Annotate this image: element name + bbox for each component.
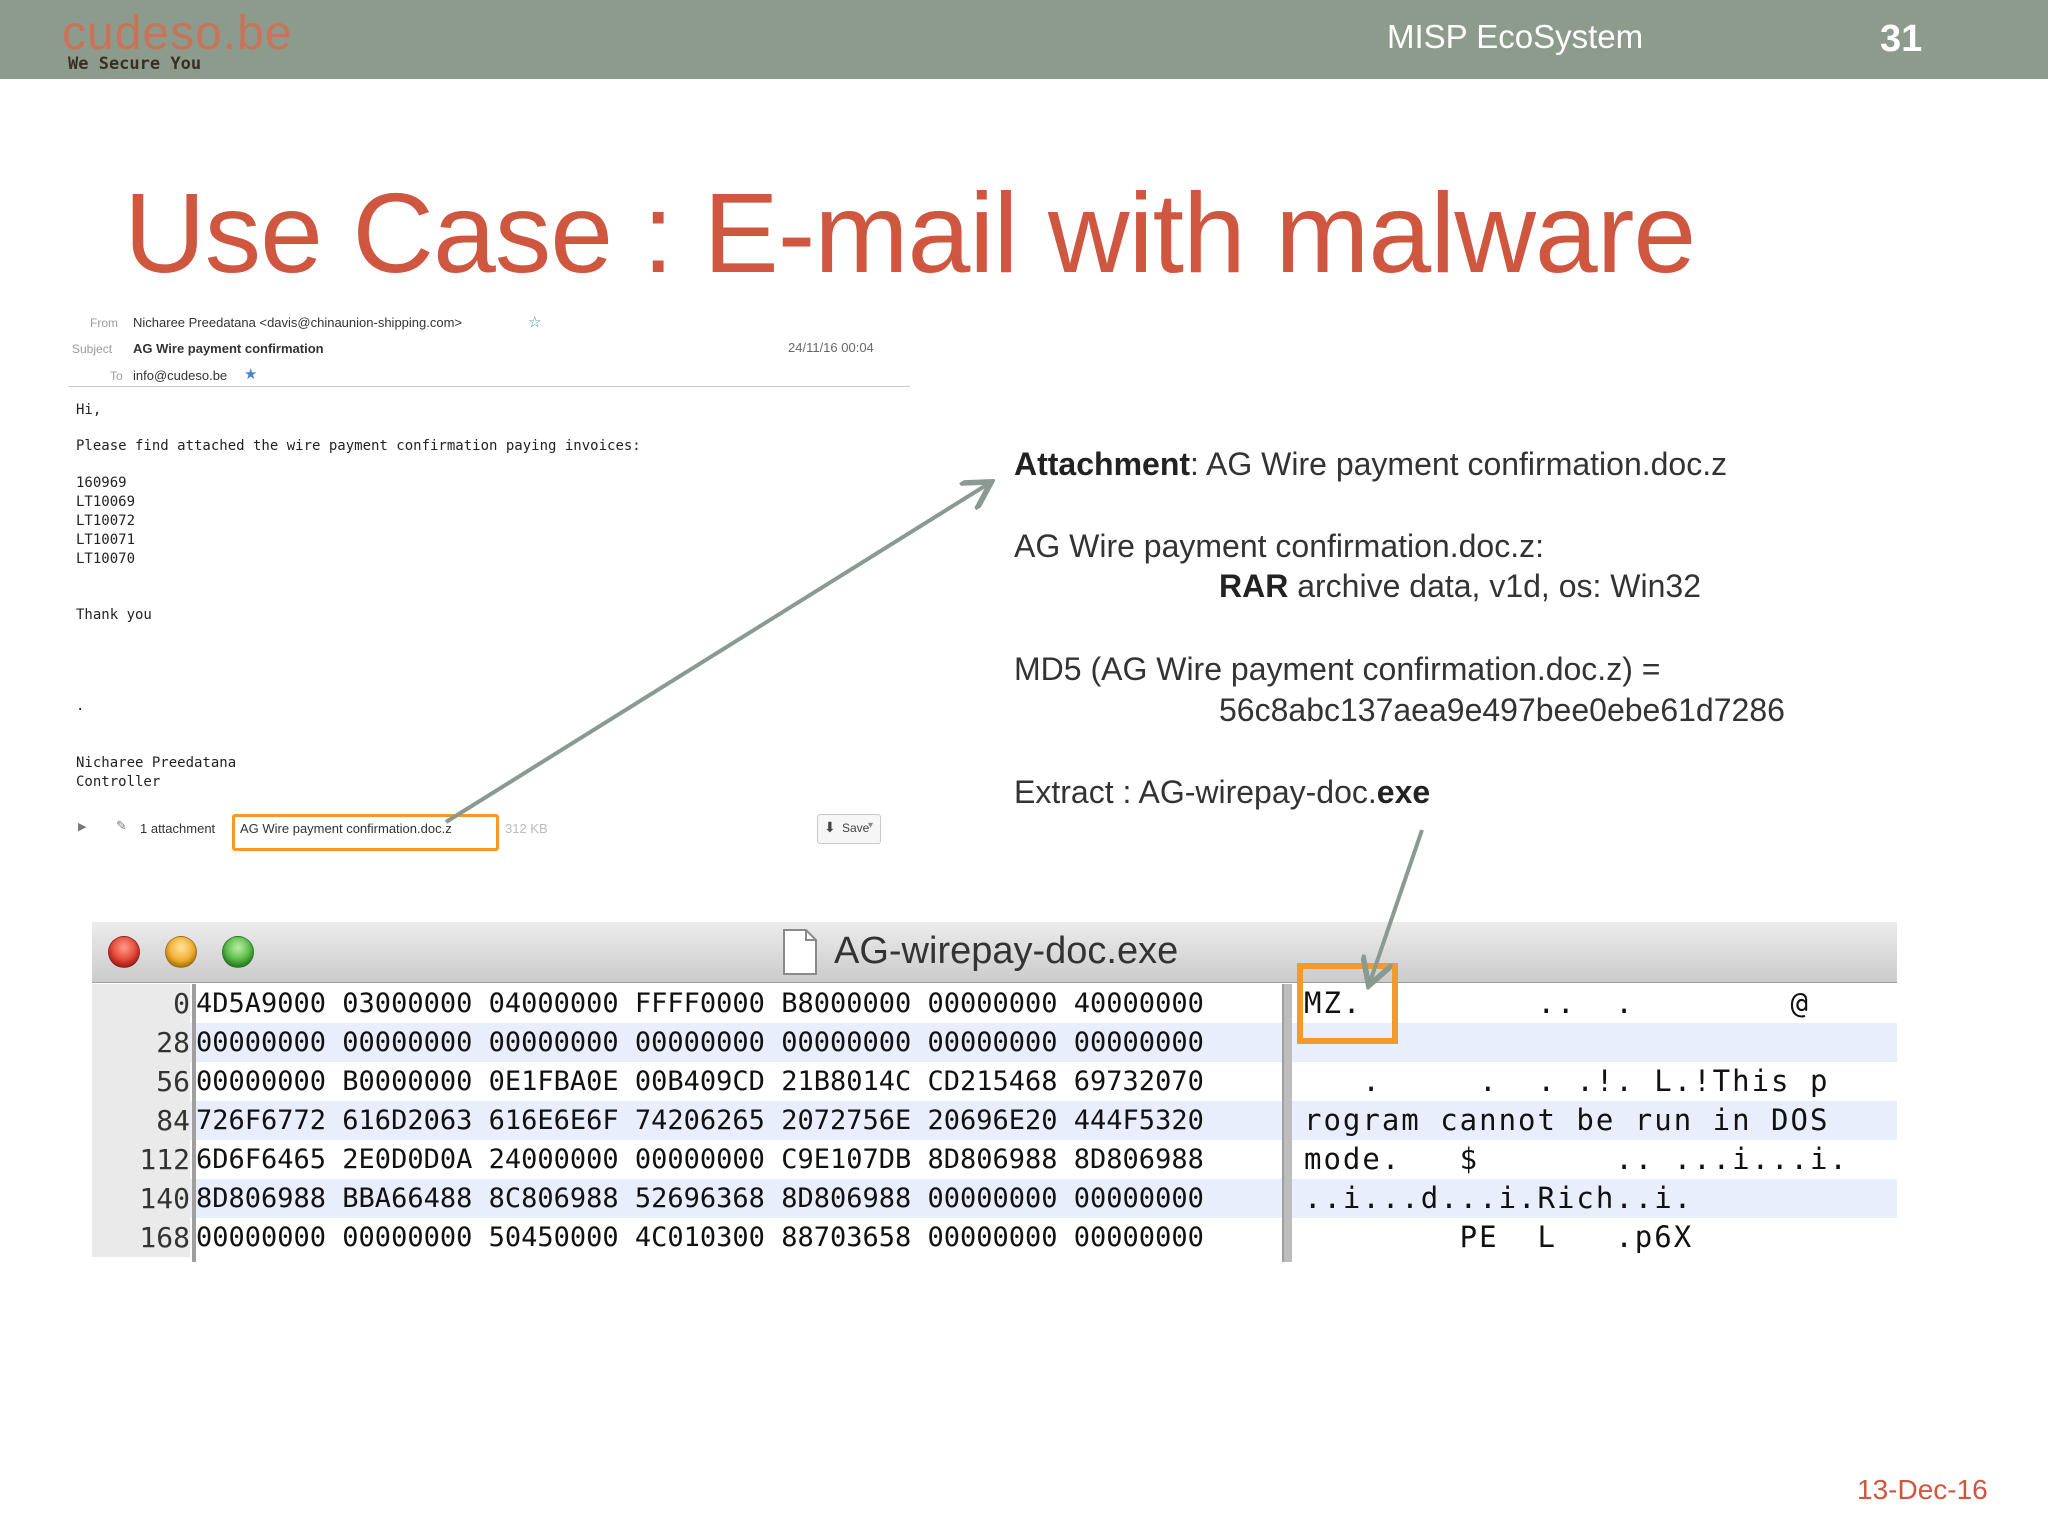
hex-row: 28 00000000 00000000 00000000 00000000 0… bbox=[92, 1023, 1897, 1062]
hex-offset: 0 bbox=[92, 984, 190, 1023]
hex-bytes: 8D806988 BBA66488 8C806988 52696368 8D80… bbox=[196, 1183, 1204, 1214]
subject-value: AG Wire payment confirmation bbox=[133, 341, 324, 356]
attachment-label: Attachment bbox=[1014, 446, 1191, 482]
hex-offset: 28 bbox=[92, 1023, 190, 1062]
star-icon: ☆ bbox=[528, 314, 542, 331]
divider bbox=[68, 386, 910, 387]
document-icon bbox=[783, 929, 817, 975]
mz-highlight-box bbox=[1297, 963, 1398, 1044]
email-screenshot: From Nicharee Preedatana <davis@chinauni… bbox=[60, 310, 910, 860]
zoom-button[interactable] bbox=[222, 936, 254, 968]
hex-row: 140 8D806988 BBA66488 8C806988 52696368 … bbox=[92, 1179, 1897, 1218]
arrow-attachment bbox=[444, 484, 988, 824]
attachment-highlight-box bbox=[232, 814, 499, 851]
email-thanks: Thank you bbox=[76, 607, 152, 623]
to-value: info@cudeso.be bbox=[133, 368, 228, 383]
hex-ascii: PE L .p6X bbox=[1304, 1220, 1694, 1254]
email-dot: . bbox=[76, 698, 85, 714]
email-body-line: Please find attached the wire payment co… bbox=[76, 438, 641, 454]
attachment-size: 312 KB bbox=[505, 821, 548, 836]
rar-bold: RAR bbox=[1219, 568, 1289, 604]
hex-ascii: MZ. .. . @ bbox=[1304, 986, 1810, 1020]
attachment-count: 1 attachment bbox=[140, 821, 216, 836]
hex-row: 56 00000000 B0000000 0E1FBA0E 00B409CD 2… bbox=[92, 1062, 1897, 1101]
hex-ascii: . . . .!. L.!This p bbox=[1304, 1064, 1830, 1098]
hex-offset: 140 bbox=[92, 1179, 190, 1218]
attachment-name[interactable]: AG Wire payment confirmation.doc.z bbox=[240, 821, 452, 836]
signature-name: Nicharee Preedatana bbox=[76, 755, 237, 771]
hex-row: 168 00000000 00000000 50450000 4C010300 … bbox=[92, 1218, 1897, 1257]
invoice-item: LT10070 bbox=[76, 551, 136, 567]
hex-bytes: 00000000 00000000 50450000 4C010300 8870… bbox=[196, 1222, 1204, 1253]
hex-bytes: 4D5A9000 03000000 04000000 FFFF0000 B800… bbox=[196, 988, 1204, 1019]
presentation-title: MISP EcoSystem bbox=[1387, 18, 1644, 55]
hex-ascii: ..i...d...i.Rich..i. bbox=[1304, 1181, 1694, 1215]
close-button[interactable] bbox=[108, 936, 140, 968]
rar-line: RAR archive data, v1d, os: Win32 bbox=[1219, 568, 1701, 605]
logo: cudeso.be bbox=[62, 7, 293, 60]
rar-rest: archive data, v1d, os: Win32 bbox=[1288, 568, 1701, 604]
hex-bytes: 00000000 00000000 00000000 00000000 0000… bbox=[196, 1027, 1204, 1058]
hex-bytes: 6D6F6465 2E0D0D0A 24000000 00000000 C9E1… bbox=[196, 1144, 1204, 1175]
save-label: Save bbox=[842, 821, 870, 835]
signature-title: Controller bbox=[76, 774, 161, 790]
header-bar bbox=[0, 0, 2048, 79]
email-greeting: Hi, bbox=[76, 402, 102, 418]
download-icon: ⬇ bbox=[824, 819, 836, 835]
extract-prefix: Extract : AG-wirepay-doc. bbox=[1014, 774, 1377, 810]
md5-line: MD5 (AG Wire payment confirmation.doc.z)… bbox=[1014, 651, 1661, 687]
hex-bytes: 726F6772 616D2063 616E6E6F 74206265 2072… bbox=[196, 1105, 1204, 1136]
minimize-button[interactable] bbox=[165, 936, 197, 968]
ascii-separator[interactable] bbox=[1282, 984, 1292, 1262]
attachment-line: Attachment: AG Wire payment confirmation… bbox=[1014, 446, 1727, 483]
footer-date: 13-Dec-16 bbox=[1857, 1474, 1988, 1505]
invoice-item: LT10069 bbox=[76, 494, 136, 510]
file-line: AG Wire payment confirmation.doc.z: bbox=[1014, 528, 1544, 564]
invoice-item: LT10071 bbox=[76, 532, 136, 548]
hex-row: 84 726F6772 616D2063 616E6E6F 74206265 2… bbox=[92, 1101, 1897, 1140]
hex-offset: 168 bbox=[92, 1218, 190, 1257]
invoice-item: LT10072 bbox=[76, 513, 136, 529]
paperclip-icon: ✎ bbox=[116, 818, 127, 833]
window-titlebar: AG-wirepay-doc.exe bbox=[92, 922, 1897, 983]
subject-label: Subject bbox=[72, 342, 113, 356]
hex-row: 0 4D5A9000 03000000 04000000 FFFF0000 B8… bbox=[92, 984, 1897, 1023]
invoice-item: 160969 bbox=[76, 475, 127, 491]
window-title: AG-wirepay-doc.exe bbox=[834, 930, 1179, 972]
chevron-down-icon: ▾ bbox=[868, 820, 874, 831]
extract-line: Extract : AG-wirepay-doc.exe bbox=[1014, 774, 1430, 811]
slide-title: Use Case : E-mail with malware bbox=[124, 170, 1696, 296]
extract-bold: exe bbox=[1376, 774, 1431, 810]
logo-tagline: We Secure You bbox=[68, 54, 202, 74]
from-value: Nicharee Preedatana <davis@chinaunion-sh… bbox=[133, 315, 463, 330]
expand-icon[interactable]: ▶ bbox=[78, 821, 87, 833]
hex-offset: 112 bbox=[92, 1140, 190, 1179]
to-label: To bbox=[110, 369, 123, 383]
hex-ascii: rogram cannot be run in DOS bbox=[1304, 1103, 1830, 1137]
save-button[interactable]: ⬇ Save ▾ bbox=[817, 814, 881, 844]
arrow-mz bbox=[1370, 829, 1424, 982]
offset-separator bbox=[192, 984, 196, 1262]
hex-bytes: 00000000 B0000000 0E1FBA0E 00B409CD 21B8… bbox=[196, 1066, 1204, 1097]
hex-row: 112 6D6F6465 2E0D0D0A 24000000 00000000 … bbox=[92, 1140, 1897, 1179]
hex-offset: 84 bbox=[92, 1101, 190, 1140]
hex-viewer-window: AG-wirepay-doc.exe 0 4D5A9000 03000000 0… bbox=[92, 922, 1897, 1262]
star-icon: ★ bbox=[244, 366, 258, 383]
attachment-value: : AG Wire payment confirmation.doc.z bbox=[1190, 446, 1728, 482]
slide-number: 31 bbox=[1880, 18, 1923, 60]
hex-ascii: mode. $ .. ...i...i. bbox=[1304, 1142, 1849, 1176]
md5-value: 56c8abc137aea9e497bee0ebe61d7286 bbox=[1219, 692, 1785, 728]
hex-offset: 56 bbox=[92, 1062, 190, 1101]
email-date: 24/11/16 00:04 bbox=[788, 340, 874, 355]
from-label: From bbox=[90, 316, 118, 330]
